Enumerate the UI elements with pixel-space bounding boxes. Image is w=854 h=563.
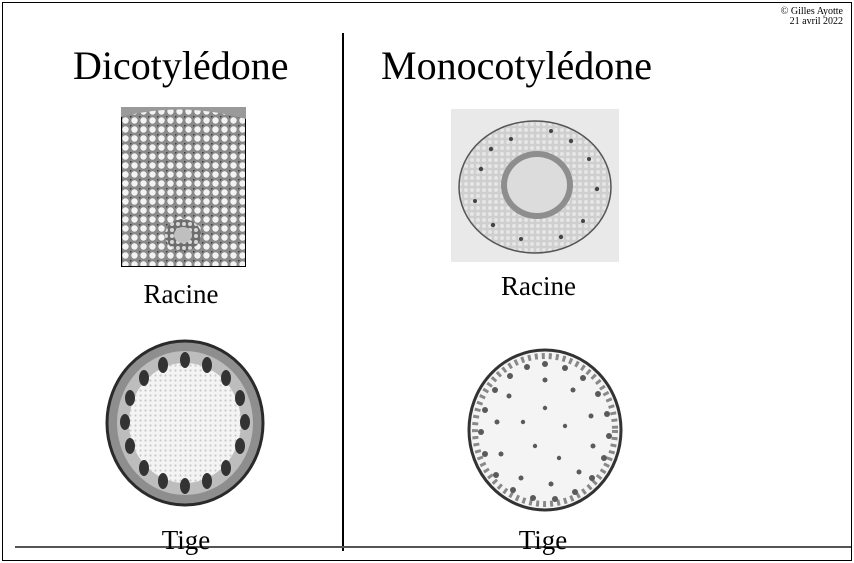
monocot-root-image (451, 109, 619, 262)
monocot-root-caption: Racine (481, 271, 596, 301)
dicot-root-caption: Racine (111, 279, 251, 309)
dicot-stem-cross-section (103, 338, 268, 508)
monocot-stem-caption: Tige (493, 525, 593, 555)
monocot-heading: Monocotylédone (381, 43, 652, 89)
dicot-stem-image (103, 338, 268, 508)
monocot-stem-cross-section (465, 346, 625, 514)
dicot-heading: Dicotylédone (73, 43, 289, 89)
monocot-stem-image (465, 346, 625, 514)
dicot-root-cross-section (121, 107, 246, 267)
monocot-root-cross-section (451, 109, 619, 262)
copyright-notice: © Gilles Ayotte 21 avril 2022 (781, 7, 843, 27)
copyright-date: 21 avril 2022 (781, 17, 843, 27)
dicot-root-image (121, 107, 246, 267)
column-divider (342, 33, 344, 551)
dicot-stem-caption: Tige (131, 525, 241, 555)
